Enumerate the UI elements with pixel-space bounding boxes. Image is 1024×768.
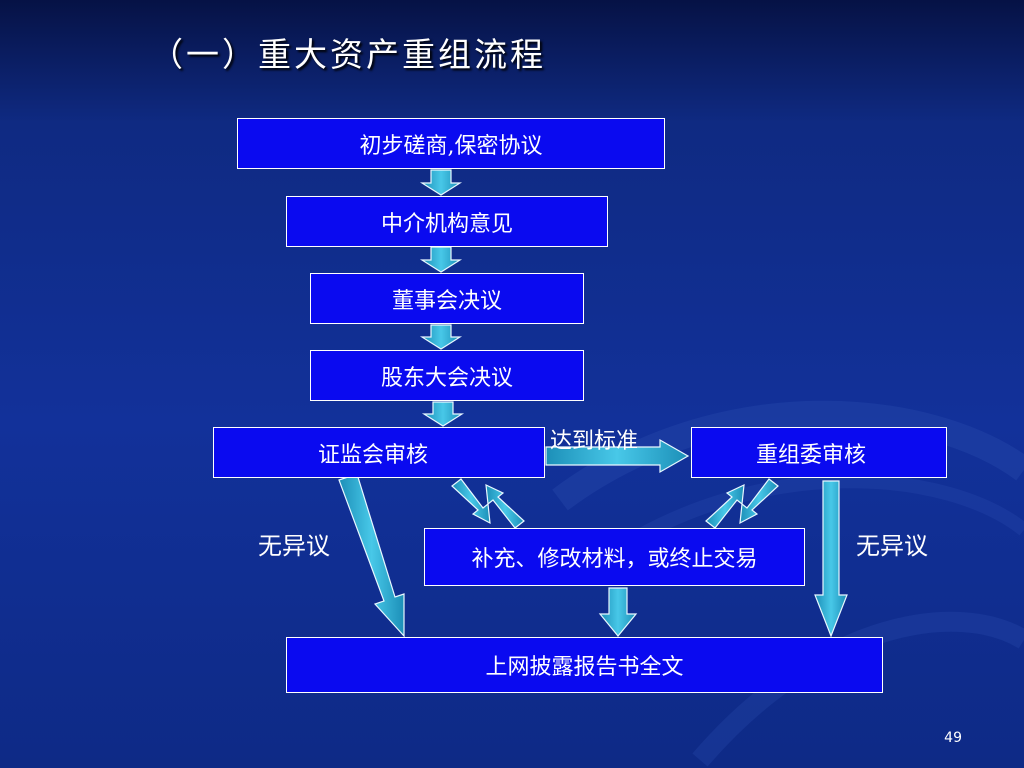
arrow-board-to-shareholders: [419, 324, 463, 350]
label-meets-standard: 达到标准: [550, 429, 639, 454]
arrow-supplement-to-committee: [705, 484, 745, 529]
arrow-supplement-to-disclosure: [598, 587, 638, 637]
node-disclosure: 上网披露报告书全文: [286, 637, 883, 693]
node-preliminary: 初步磋商,保密协议: [237, 118, 665, 169]
node-csrc-review: 证监会审核: [213, 427, 545, 478]
node-restructuring-committee-review: 重组委审核: [691, 427, 947, 478]
arrow-committee-to-disclosure: [814, 480, 848, 638]
arrow-csrc-to-committee: [545, 438, 690, 474]
arrow-csrc-to-supplement: [451, 478, 491, 525]
arrow-preliminary-to-intermediary: [419, 169, 463, 196]
slide-title: （一）重大资产重组流程: [150, 35, 546, 74]
arrow-csrc-to-disclosure: [338, 473, 405, 638]
arrow-shareholders-to-csrc: [421, 401, 465, 427]
page-number: 49: [944, 730, 962, 746]
node-intermediary: 中介机构意见: [286, 196, 608, 247]
node-shareholders: 股东大会决议: [310, 350, 584, 401]
arrow-intermediary-to-board: [419, 246, 463, 273]
arrow-committee-to-supplement: [739, 478, 779, 525]
arrow-supplement-to-csrc: [485, 484, 525, 529]
label-no-objection-left: 无异议: [258, 532, 330, 560]
node-supplement: 补充、修改材料，或终止交易: [424, 528, 805, 586]
label-no-objection-right: 无异议: [856, 532, 928, 560]
node-board: 董事会决议: [310, 273, 584, 324]
